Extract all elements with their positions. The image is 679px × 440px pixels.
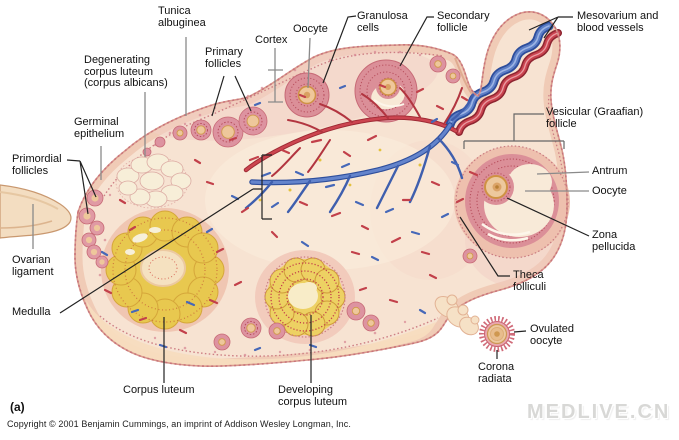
vesicular-bracket (463, 113, 565, 149)
developing-corpus-luteum-shape (255, 250, 355, 344)
label-ovarian-ligament: Ovarian ligament (12, 254, 54, 278)
primordial-follicles-shapes (78, 189, 109, 269)
leader-lines-dark (59, 15, 590, 383)
label-germinal-epithelium: Germinal epithelium (74, 116, 125, 140)
leader-lines-gray (32, 37, 590, 249)
vessel-speckles-blue (100, 84, 460, 352)
secondary-follicle-shape (354, 59, 418, 123)
label-granulosa-cells: Granulosa cells (357, 10, 408, 34)
label-vesicular-follicle: Vesicular (Graafian) follicle (546, 106, 644, 130)
label-corona-radiata: Corona radiata (478, 361, 515, 385)
label-corpus-luteum: Corpus luteum (123, 384, 195, 396)
corpus-albicans-shape (115, 153, 192, 209)
label-degenerating-corpus-luteum: Degenerating corpus luteum (corpus albic… (84, 54, 168, 89)
primary-follicles-shapes (142, 55, 478, 351)
vessel-speckles-red (103, 83, 479, 335)
label-mesovarium: Mesovarium and blood vessels (577, 10, 659, 34)
label-ovulated-oocyte: Ovulated oocyte (530, 323, 575, 347)
label-theca-folliculi: Theca folliculi (513, 269, 547, 293)
label-oocyte-right: Oocyte (592, 185, 627, 197)
mesovarium-vessels (445, 21, 562, 136)
ovulated-oocyte-shape (434, 294, 515, 352)
ovarian-ligament-shape (0, 184, 72, 239)
label-zona-pellucida: Zona pellucida (592, 229, 636, 253)
ovary-outline (74, 11, 568, 367)
label-primordial-follicles: Primordial follicles (12, 153, 62, 177)
label-developing-corpus-luteum: Developing corpus luteum (278, 384, 348, 408)
label-antrum: Antrum (592, 165, 628, 177)
graafian-follicle-shape (454, 145, 570, 259)
label-secondary-follicle: Secondary follicle (437, 10, 490, 34)
label-tunica-albuginea: Tunica albuginea (158, 5, 206, 29)
label-cortex: Cortex (255, 34, 288, 46)
medulla-vessel-tree (243, 87, 476, 214)
label-primary-follicles: Primary follicles (205, 46, 243, 70)
yellow-specks (258, 148, 422, 202)
label-oocyte-top: Oocyte (293, 23, 328, 35)
panel-label: (a) (10, 400, 25, 414)
corpus-luteum-shape (101, 208, 229, 332)
watermark: MEDLIVE.CN (527, 401, 671, 423)
growing-follicle-shape (284, 72, 330, 118)
label-medulla: Medulla (12, 306, 51, 318)
copyright-text: Copyright © 2001 Benjamin Cummings, an i… (7, 419, 351, 429)
